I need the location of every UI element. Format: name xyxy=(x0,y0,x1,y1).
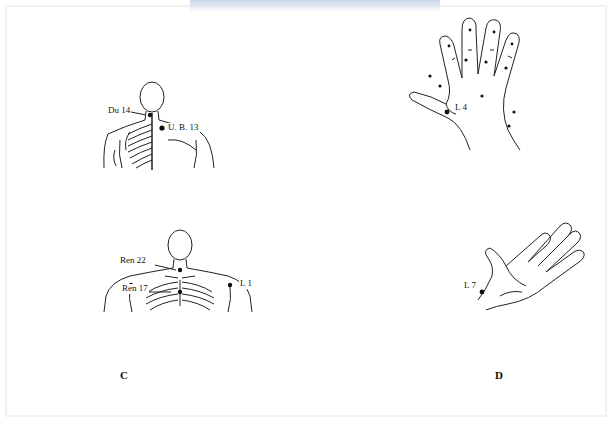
point-label: U. B. 13 xyxy=(167,123,200,133)
point-dots xyxy=(428,29,515,128)
frame xyxy=(6,6,606,416)
back-figure xyxy=(104,82,214,170)
hand-palm xyxy=(478,223,584,310)
point-label: Ren 17 xyxy=(121,284,149,294)
point-label: L 4 xyxy=(454,103,468,113)
panel-letter: C xyxy=(119,369,129,381)
hand-dorsum xyxy=(409,18,520,150)
point-label: Ren 22 xyxy=(119,256,147,266)
point-label: Du 14 xyxy=(107,106,131,116)
front-torso xyxy=(104,230,252,312)
point-label: L 7 xyxy=(463,281,477,291)
panel-letter: D xyxy=(494,369,504,381)
point-label: L 1 xyxy=(239,279,253,289)
